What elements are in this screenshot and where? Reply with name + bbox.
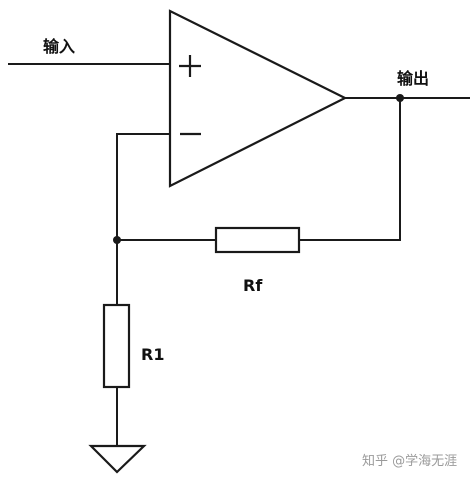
feedback-wire-right	[299, 98, 401, 241]
rf-label: Rf	[243, 276, 263, 295]
inverting-input-wire	[116, 133, 170, 305]
input-label: 输入	[43, 37, 75, 56]
watermark-text: 知乎 @学海无涯	[362, 453, 457, 469]
ground-icon	[88, 444, 147, 474]
op-amp	[168, 9, 348, 188]
junction-node	[113, 236, 121, 244]
output-label: 输出	[397, 69, 429, 88]
resistor-r1	[102, 303, 131, 389]
r1-label: R1	[141, 345, 164, 364]
plus-sign-icon	[179, 55, 201, 77]
resistor-rf	[214, 226, 301, 254]
